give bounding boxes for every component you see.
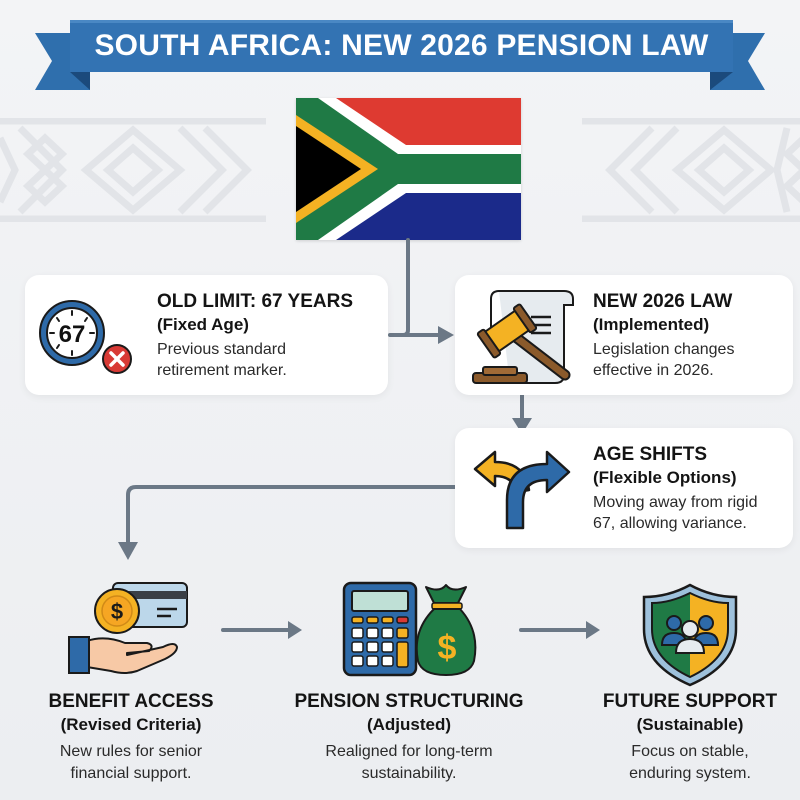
card-text: NEW 2026 LAW (Implemented) Legislation c…: [593, 290, 788, 381]
outcome-body: Realigned for long-term sustainability.: [278, 741, 540, 785]
title-banner: SOUTH AFRICA: NEW 2026 PENSION LAW: [0, 0, 800, 100]
card-age-shifts: AGE SHIFTS (Flexible Options) Moving awa…: [455, 428, 793, 548]
card-body: Previous standard retirement marker.: [157, 341, 287, 379]
card-old-limit: 67 OLD LIMIT: 67 YEARS (Fixed Age) Previ…: [25, 275, 388, 395]
outcome-text: PENSION STRUCTURING (Adjusted) Realigned…: [278, 690, 540, 785]
decorative-pattern-left: [0, 118, 266, 222]
clock-67-with-x-icon: 67: [39, 300, 132, 374]
card-body: Legislation changes effective in 2026.: [593, 341, 735, 379]
outcome-body: Focus on stable, enduring system.: [580, 741, 800, 785]
page-title: SOUTH AFRICA: NEW 2026 PENSION LAW: [94, 29, 709, 62]
card-title: OLD LIMIT: 67 YEARS: [157, 291, 354, 312]
clock-number: 67: [59, 321, 86, 348]
outcome-title: FUTURE SUPPORT: [602, 691, 778, 712]
south-africa-flag-icon: [296, 98, 521, 240]
outcome-body-line: sustainability.: [361, 765, 457, 782]
outcome-body-line: Realigned for long-term: [325, 743, 493, 760]
outcome-future-support: FUTURE SUPPORT (Sustainable) Focus on st…: [580, 575, 800, 800]
card-text: AGE SHIFTS (Flexible Options) Moving awa…: [593, 443, 788, 534]
calculator-money-bag-icon: $: [342, 581, 477, 677]
coin-symbol: $: [111, 599, 123, 624]
outcome-subtitle: (Adjusted): [366, 715, 452, 734]
card-subtitle: (Implemented): [593, 315, 710, 334]
outcome-title: BENEFIT ACCESS: [48, 691, 214, 712]
ribbon-shape-icon: [35, 20, 765, 90]
outcome-body-line: New rules for senior: [59, 743, 203, 760]
card-title: AGE SHIFTS: [593, 444, 708, 465]
outcome-body: New rules for senior financial support.: [15, 741, 247, 785]
outcome-body-line: enduring system.: [629, 765, 751, 782]
outcome-text: BENEFIT ACCESS (Revised Criteria) New ru…: [15, 690, 247, 785]
outcome-body-line: Focus on stable,: [631, 743, 749, 760]
outcome-subtitle: (Sustainable): [636, 715, 744, 734]
bag-symbol: $: [438, 629, 457, 667]
card-text: OLD LIMIT: 67 YEARS (Fixed Age) Previous…: [157, 290, 382, 381]
outcome-title: PENSION STRUCTURING: [294, 691, 524, 712]
gavel-document-icon: [472, 290, 574, 384]
card-subtitle: (Flexible Options): [593, 468, 737, 487]
card-subtitle: (Fixed Age): [157, 315, 249, 334]
card-body: Moving away from rigid 67, allowing vari…: [593, 494, 758, 532]
shield-people-icon: [642, 583, 738, 687]
outcome-benefit-access: $ BENEFIT ACCESS (Revised Criteria) New …: [15, 575, 247, 800]
outcome-pension-structuring: $ PENSION STRUCTURING (Adjusted) Realign…: [278, 575, 540, 800]
outcome-body-line: financial support.: [70, 765, 192, 782]
split-arrows-icon: [473, 450, 571, 530]
card-new-law: NEW 2026 LAW (Implemented) Legislation c…: [455, 275, 793, 395]
outcome-text: FUTURE SUPPORT (Sustainable) Focus on st…: [580, 690, 800, 785]
outcome-subtitle: (Revised Criteria): [60, 715, 202, 734]
hand-coin-card-icon: $: [68, 582, 188, 674]
card-title: NEW 2026 LAW: [593, 291, 733, 312]
decorative-pattern-right: [582, 118, 800, 222]
